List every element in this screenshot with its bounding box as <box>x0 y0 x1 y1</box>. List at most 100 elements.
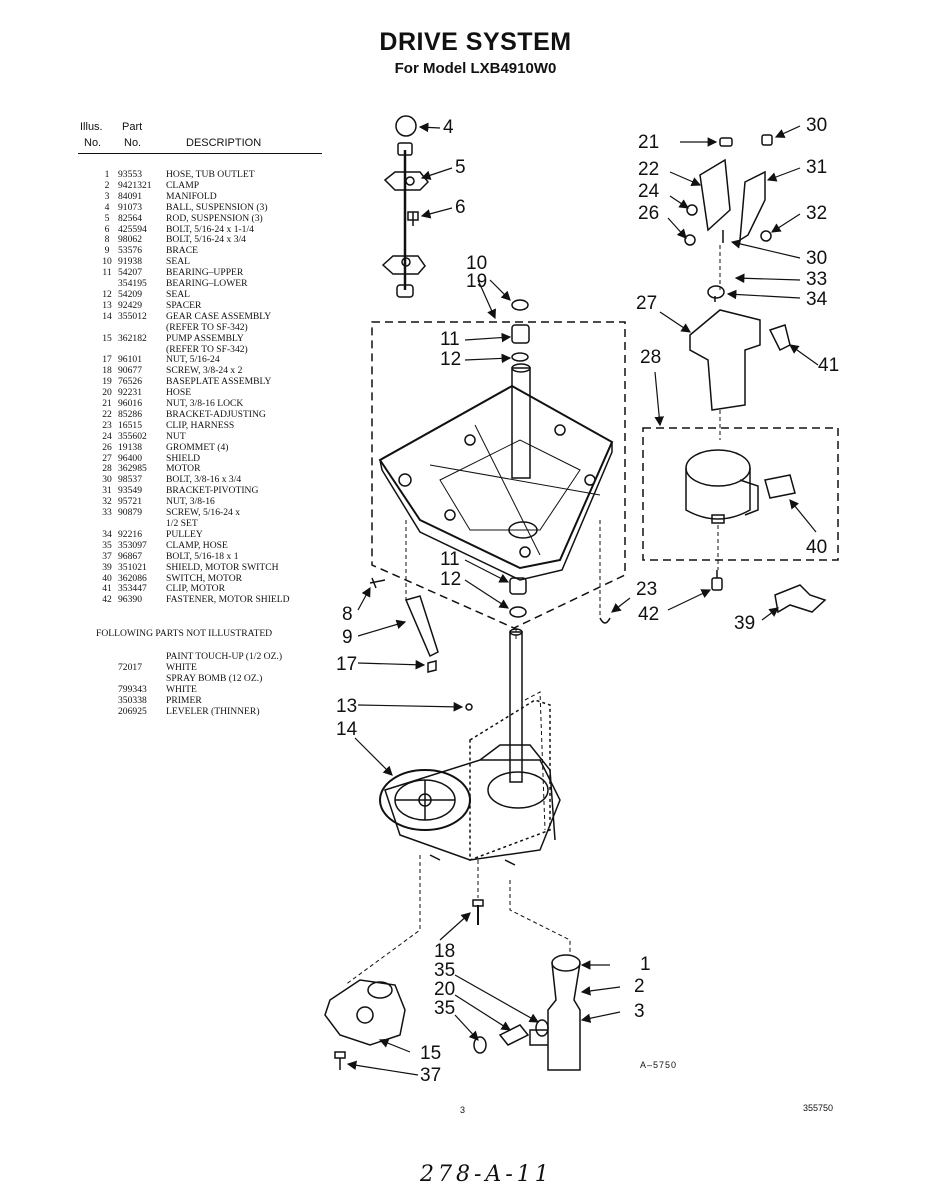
part-description: SEAL <box>166 288 190 300</box>
part-description: 1/2 SET <box>166 518 198 529</box>
part-description: SEAL <box>166 256 190 268</box>
callout-41: 41 <box>818 355 840 376</box>
part-description: NUT <box>166 430 186 442</box>
callout-17: 17 <box>336 654 358 675</box>
header-rule <box>78 153 322 154</box>
part-number: 92231 <box>118 387 142 399</box>
part-description: PRIMER <box>166 694 202 706</box>
motor <box>685 449 796 591</box>
callout-9: 9 <box>342 627 353 648</box>
callout-13: 13 <box>336 696 358 717</box>
part-number: 93553 <box>118 169 142 180</box>
callout-3: 3 <box>634 1001 645 1022</box>
part-number: 96390 <box>118 594 142 606</box>
part-number: 351021 <box>118 561 147 573</box>
callout-1: 1 <box>640 954 651 975</box>
part-number: 76526 <box>118 376 142 388</box>
part-description: PULLEY <box>166 528 203 540</box>
part-number: 91073 <box>118 201 142 213</box>
model-subtitle: For Model LXB4910W0 <box>394 60 557 77</box>
part-number: 85286 <box>118 408 142 420</box>
callout-37: 37 <box>420 1065 442 1086</box>
part-number: 206925 <box>118 705 147 717</box>
pump-assembly <box>324 979 406 1070</box>
callout-40: 40 <box>806 537 828 558</box>
part-description: CLIP, MOTOR <box>166 583 225 595</box>
illus-number: 13 <box>102 299 112 311</box>
illus-number: 31 <box>102 485 112 497</box>
part-number: 95721 <box>118 496 142 508</box>
illus-number: 9 <box>104 245 110 257</box>
part-description: (REFER TO SF-342) <box>166 343 248 355</box>
illus-number: 40 <box>102 572 112 584</box>
page-title: DRIVE SYSTEM <box>379 28 572 56</box>
callout-18: 18 <box>434 941 456 962</box>
callout-11-upper: 11 <box>440 329 460 350</box>
part-description: BEARING–UPPER <box>166 267 244 279</box>
part-number: 93549 <box>118 485 142 497</box>
illus-number: 5 <box>104 212 110 224</box>
illus-number: 1 <box>104 169 110 180</box>
part-number: 362182 <box>118 332 147 344</box>
illus-number: 39 <box>102 561 112 573</box>
part-description: MANIFOLD <box>166 190 217 202</box>
callout-14: 14 <box>336 719 358 740</box>
callout-33: 33 <box>806 269 828 290</box>
callout-24: 24 <box>638 181 660 202</box>
illus-number: 28 <box>102 463 112 475</box>
callout-22: 22 <box>638 159 660 180</box>
part-description: BRACKET-ADJUSTING <box>166 408 266 420</box>
part-description: BOLT, 5/16-24 x 1-1/4 <box>166 223 254 235</box>
part-description: CLAMP, HOSE <box>166 539 228 551</box>
part-number: 355012 <box>118 310 147 322</box>
part-number: 91938 <box>118 256 142 268</box>
part-description: CLAMP <box>166 179 200 191</box>
part-description: BEARING–LOWER <box>166 278 248 290</box>
illus-number: 2 <box>104 179 110 191</box>
illus-number: 15 <box>102 332 112 344</box>
callout-21: 21 <box>638 132 660 153</box>
part-number: 54207 <box>118 267 142 279</box>
parts-list-row: 1/2 SET <box>96 518 336 530</box>
illus-number: 14 <box>102 310 112 322</box>
callout-35-upper: 35 <box>434 960 456 981</box>
guide-lines <box>344 245 721 986</box>
part-description: BASEPLATE ASSEMBLY <box>166 376 272 388</box>
drawing-number: A–5750 <box>640 1060 678 1070</box>
part-number: 96867 <box>118 550 142 562</box>
callout-30-lower: 30 <box>806 248 828 269</box>
part-description: SPACER <box>166 299 202 311</box>
col-header-description: DESCRIPTION <box>186 137 262 149</box>
illus-number: 34 <box>102 528 112 540</box>
illus-number: 26 <box>102 441 112 453</box>
part-description: WHITE <box>166 661 197 673</box>
part-description: ROD, SUSPENSION (3) <box>166 212 263 224</box>
part-number: 98062 <box>118 234 142 246</box>
illus-number: 4 <box>104 201 110 213</box>
illus-number: 10 <box>102 256 112 268</box>
callout-4: 4 <box>443 117 454 138</box>
manifold-and-tub-hose <box>529 954 581 1071</box>
callout-8: 8 <box>342 604 353 625</box>
extras-row: SPRAY BOMB (12 OZ.) <box>96 673 336 685</box>
part-number: 799343 <box>118 683 147 695</box>
parts-list-row: (REFER TO SF-342) <box>96 343 336 356</box>
